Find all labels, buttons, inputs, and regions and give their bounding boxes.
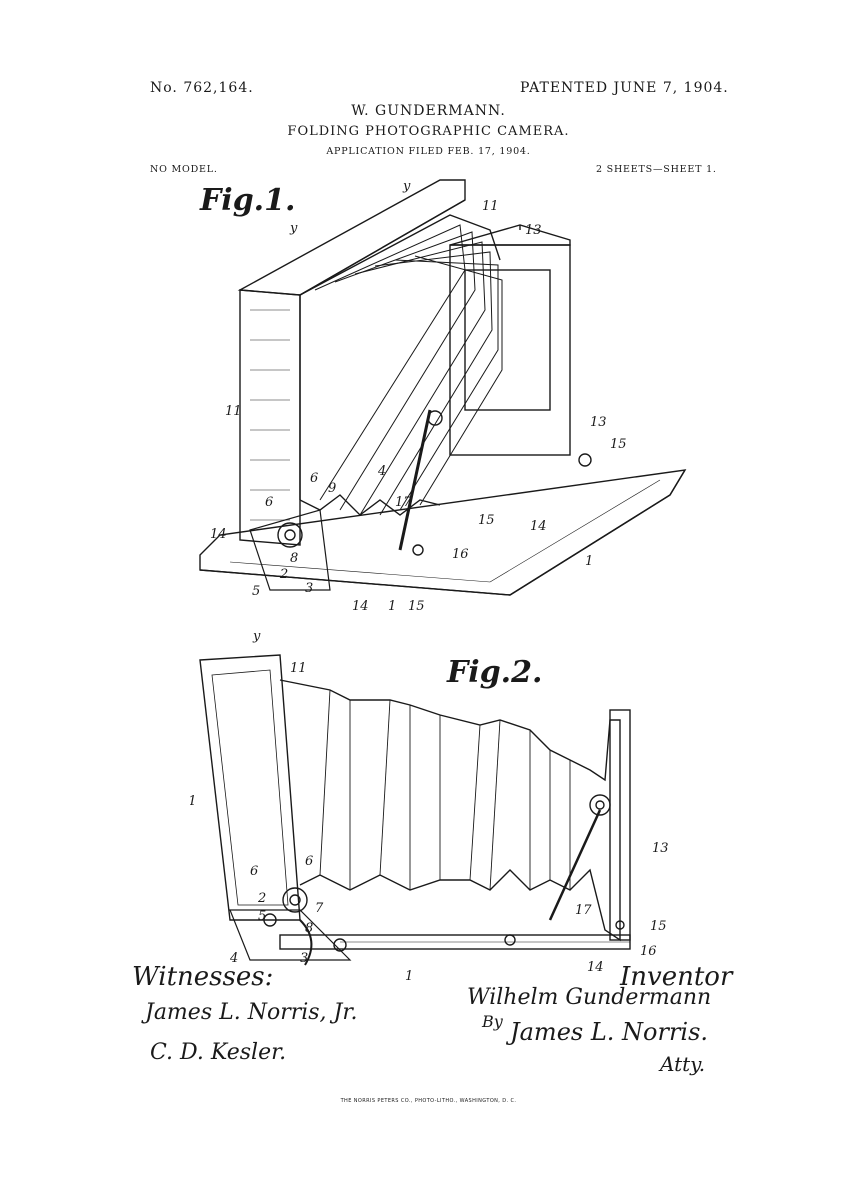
fig1-numeral: y [402,179,411,194]
fig1-numeral: 13 [590,415,607,430]
fig2-numeral: 13 [652,841,669,856]
fig2-camera-drawing: y 11 11 6 6 2 5 7 8 4 3 1 13 17 15 16 [190,629,669,980]
fig2-numeral: 7 [315,901,324,916]
printer-imprint: THE NORRIS PETERS CO., PHOTO-LITHO., WAS… [340,1098,517,1104]
witness-signature-1: James L. Norris, Jr. [145,1000,358,1025]
fig2-numeral: 8 [305,921,313,936]
fig2-numeral: 17 [575,903,592,918]
fig2-numeral: 11 [190,794,197,809]
fig1-hinge-knob [277,522,303,548]
atty-label: Atty. [660,1052,706,1076]
fig1-numeral: 1 [585,554,593,569]
fig1-numeral: 8 [290,551,298,566]
fig2-numeral: 2 [257,891,266,906]
attorney-signature: James L. Norris. [510,1018,709,1046]
witnesses-label: Witnesses: [132,962,274,992]
fig1-numeral: 16 [452,547,469,562]
fig1-numeral: 11 [225,404,242,419]
fig2-numeral: 1 [405,969,413,980]
model-note: NO MODEL. [150,164,218,175]
fig1-numeral: 15 [408,599,425,614]
inventor-signature: Wilhelm Gundermann [467,985,712,1010]
fig2-numeral: 16 [640,944,657,959]
fig2-numeral: 6 [305,854,313,869]
fig2-strut-arm [548,809,602,921]
fig2-numeral: 3 [300,951,308,966]
fig1-numeral: 3 [305,581,313,596]
fig1-numeral: 5 [252,584,260,599]
application-filed: APPLICATION FILED FEB. 17, 1904. [326,146,531,157]
fig1-numeral: 14 [530,519,547,534]
fig1-front-standard [449,244,571,456]
fig1-numeral: 6 [310,471,318,486]
fig1-numeral: 4 [377,464,386,479]
patent-title: FOLDING PHOTOGRAPHIC CAMERA. [287,124,570,139]
fig1-numeral: 14 [352,599,369,614]
patent-number: No. 762,164. [150,80,254,96]
fig2-bellows [279,679,621,942]
patent-date: PATENTED JUNE 7, 1904. [520,80,729,96]
fig1-numeral: 9 [328,481,336,496]
fig2-front-standard [609,709,631,941]
sheet-note: 2 SHEETS—SHEET 1. [596,164,717,175]
fig2-rear-frame [199,654,301,921]
inventor-label: Inventor [620,962,733,992]
fig1-numeral: 13 [525,223,542,238]
fig1-label: Fig.1. [200,183,296,218]
witness-signature-2: C. D. Kesler. [150,1040,287,1065]
fig2-numeral: 14 [587,960,604,975]
fig2-numeral-14-holder: 14 [587,960,604,975]
fig1-bellows [299,214,503,516]
fig1-numeral: 14 [210,527,227,542]
fig1-numeral: 15 [478,513,495,528]
fig1-numeral: 15 [610,437,627,452]
fig1-camera-drawing: y y 11 13 11 13 15 6 9 4 17 15 14 16 1 1… [199,179,687,614]
fig1-numeral: y [289,221,298,236]
fig2-numeral: 15 [650,919,667,934]
fig1-numeral: 1 [388,599,396,614]
fig2-numeral: y [252,629,261,644]
fig2-numeral: 5 [258,909,266,924]
fig2-label: Fig.2. [447,655,543,690]
fig1-numeral: 2 [279,567,288,582]
fig2-hinge-knob [282,887,308,913]
by-label: By [482,1012,503,1031]
fig2-numeral: 6 [250,864,258,879]
fig1-strut-arm [398,409,432,551]
fig2-numeral: 4 [229,951,238,966]
fig1-numeral: 17 [395,495,412,510]
fig1-rear-frame-side [239,289,301,546]
fig1-numeral: 11 [482,199,499,214]
inventor-heading: W. GUNDERMANN. [351,103,506,119]
fig1-numeral: 6 [265,495,273,510]
fig2-numeral: 11 [290,661,307,676]
